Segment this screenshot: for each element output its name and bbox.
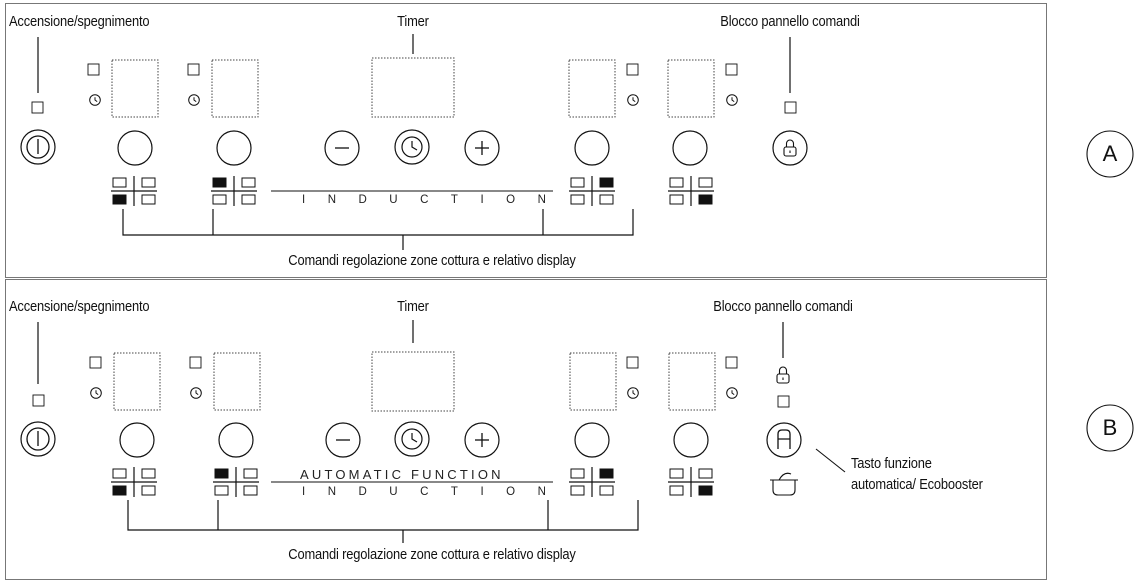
plus-icon [475, 141, 489, 155]
zone-timer-icon [89, 94, 101, 106]
automatic-function-button[interactable] [766, 422, 802, 458]
timer-label: Timer [397, 13, 429, 30]
cooking-zone-layout-icon [667, 175, 715, 207]
pot-icon [770, 472, 798, 496]
cooking-zone-layout-icon [212, 466, 260, 498]
zone-timer-icon [188, 94, 200, 106]
timer-button[interactable] [394, 129, 430, 165]
induction-text: INDUCTION [302, 486, 569, 498]
zone-1-button[interactable] [119, 422, 155, 458]
control-panel-a [5, 3, 1047, 278]
power-button[interactable] [20, 129, 56, 165]
power-label: Accensione/spegnimento [9, 13, 150, 30]
power-label: Accensione/spegnimento [9, 298, 150, 315]
timer-minus-button[interactable] [324, 130, 360, 166]
zone-timer-icon [726, 387, 738, 399]
timer-display [371, 351, 455, 412]
panel-a-graphics [20, 34, 1134, 250]
auto-key-label-line1: Tasto funzione [851, 455, 932, 472]
lock-label: Blocco pannello comandi [713, 298, 853, 315]
zones-label: Comandi regolazione zone cottura e relat… [288, 252, 576, 269]
zones-label: Comandi regolazione zone cottura e relat… [288, 546, 576, 563]
zone-3-button[interactable] [574, 422, 610, 458]
zone-1-button[interactable] [117, 130, 153, 166]
plus-icon [475, 433, 489, 447]
automatic-function-text: AUTOMATIC FUNCTION [300, 467, 504, 482]
timer-label: Timer [397, 298, 429, 315]
zone-timer-icon [627, 387, 639, 399]
power-button[interactable] [20, 421, 56, 457]
lock-icon [776, 366, 790, 384]
auto-key-label-line2: automatica/ Ecobooster [851, 476, 983, 493]
cooking-zone-layout-icon [110, 466, 158, 498]
zone-2-button[interactable] [216, 130, 252, 166]
zone-2-display [213, 352, 261, 411]
zone-4-button[interactable] [673, 422, 709, 458]
zone-timer-icon [726, 94, 738, 106]
zone-2-button[interactable] [218, 422, 254, 458]
clock-icon [401, 428, 423, 450]
induction-text: INDUCTION [302, 194, 569, 206]
cooking-zone-layout-icon [667, 466, 715, 498]
timer-button[interactable] [394, 421, 430, 457]
zone-3-button[interactable] [574, 130, 610, 166]
zone-timer-icon [627, 94, 639, 106]
zone-3-display [569, 352, 617, 411]
power-icon [26, 135, 50, 159]
timer-display [371, 57, 455, 118]
zone-2-display [211, 59, 259, 118]
control-panel-b [5, 279, 1047, 580]
automatic-function-icon [777, 429, 791, 449]
zone-4-display [668, 352, 716, 411]
zone-timer-icon [190, 387, 202, 399]
cooking-zone-layout-icon [110, 175, 158, 207]
zone-timer-icon [90, 387, 102, 399]
power-icon [26, 427, 50, 451]
zone-3-display [568, 59, 616, 118]
clock-icon [401, 136, 423, 158]
panel-b-graphics [20, 320, 1134, 543]
zone-1-display [113, 352, 161, 411]
lock-label: Blocco pannello comandi [720, 13, 860, 30]
timer-plus-button[interactable] [464, 130, 500, 166]
cooking-zone-layout-icon [568, 466, 616, 498]
timer-plus-button[interactable] [464, 422, 500, 458]
zone-4-button[interactable] [672, 130, 708, 166]
timer-minus-button[interactable] [325, 422, 361, 458]
cooking-zone-layout-icon [568, 175, 616, 207]
zone-1-display [111, 59, 159, 118]
lock-icon [783, 139, 797, 157]
zone-4-display [667, 59, 715, 118]
panel-a-marker: A [1102, 141, 1118, 166]
cooking-zone-layout-icon [210, 175, 258, 207]
lock-button[interactable] [772, 130, 808, 166]
panel-b-marker: B [1102, 415, 1118, 440]
